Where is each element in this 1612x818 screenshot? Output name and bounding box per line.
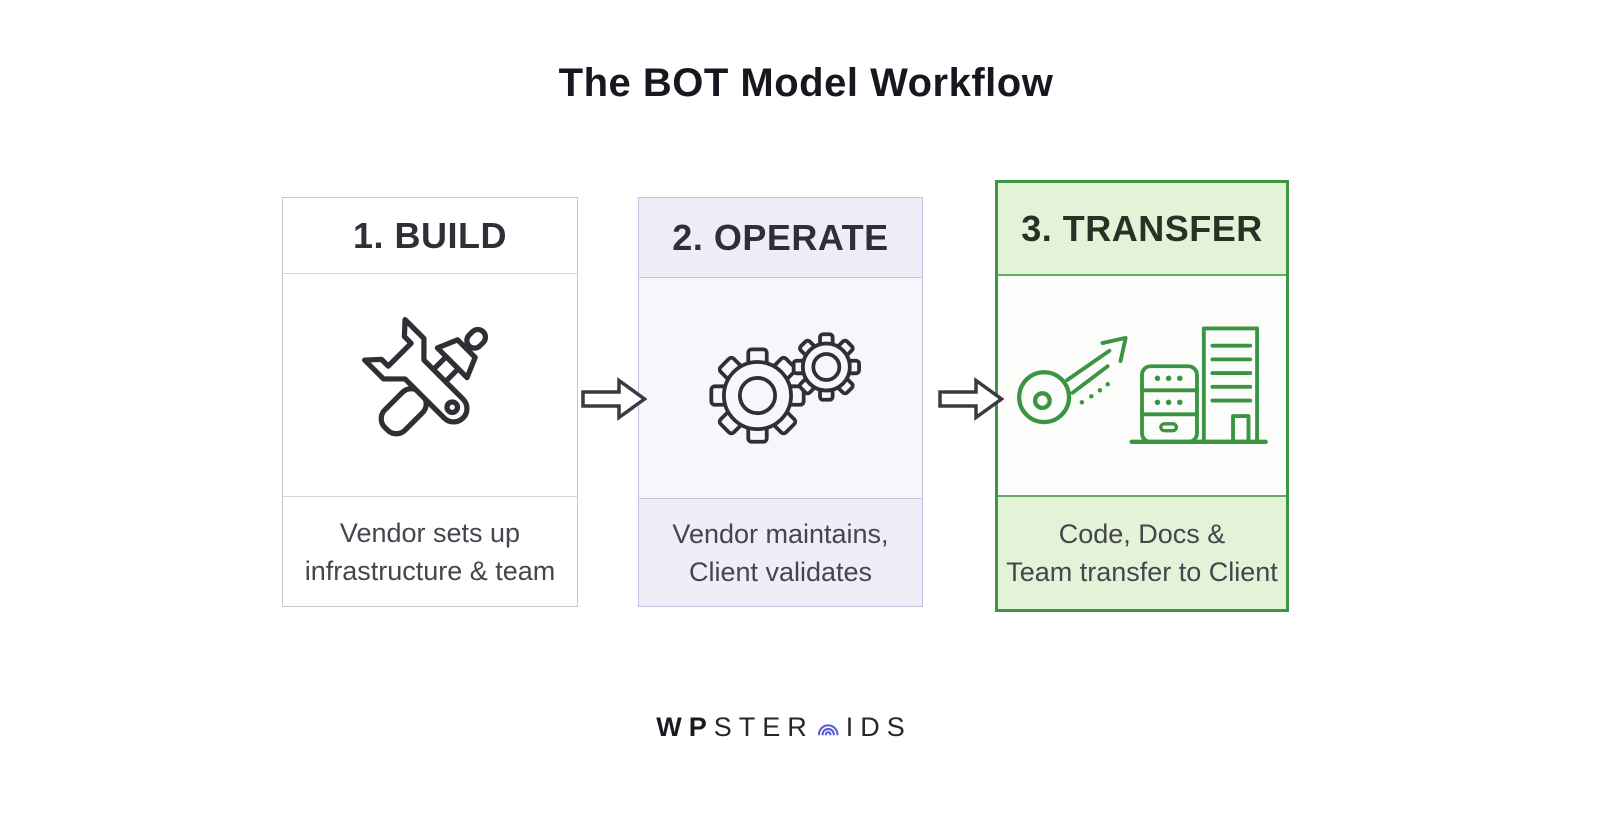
step-header-operate: 2. OPERATE bbox=[639, 198, 922, 278]
caption-line: Client validates bbox=[688, 556, 873, 587]
gears-icon bbox=[708, 332, 861, 444]
logo-prefix: WP bbox=[656, 712, 714, 742]
step-icon-area-operate bbox=[639, 278, 922, 498]
caption-line: Code, Docs & bbox=[1058, 519, 1226, 549]
page-title: The BOT Model Workflow bbox=[558, 61, 1054, 105]
flow-arrow-icon bbox=[938, 377, 1004, 421]
step-caption-transfer: Code, Docs & Team transfer to Client bbox=[998, 495, 1286, 609]
key-handover-icon bbox=[1017, 326, 1268, 444]
logo-suffix: IDS bbox=[845, 712, 912, 742]
step-card-operate: 2. OPERATE bbox=[638, 197, 923, 607]
step-caption-operate: Vendor maintains, Client validates bbox=[639, 498, 922, 606]
step-card-transfer: 3. TRANSFER bbox=[995, 180, 1289, 612]
step-icon-area-build bbox=[283, 274, 577, 496]
wrench-screwdriver-icon bbox=[362, 317, 489, 437]
step-header-build: 1. BUILD bbox=[283, 198, 577, 274]
step-header-transfer: 3. TRANSFER bbox=[998, 183, 1286, 276]
caption-line: Vendor sets up bbox=[339, 517, 521, 548]
concentric-arcs-icon bbox=[817, 723, 839, 736]
logo-mid: STER bbox=[713, 712, 814, 742]
step-caption-build: Vendor sets up infrastructure & team bbox=[283, 496, 577, 606]
caption-line: Vendor maintains, bbox=[672, 518, 889, 549]
caption-line: infrastructure & team bbox=[304, 555, 556, 586]
caption-line: Team transfer to Client bbox=[1006, 557, 1278, 587]
step-icon-area-transfer bbox=[998, 276, 1286, 495]
step-card-build: 1. BUILD Vendor sets up infrastructure bbox=[282, 197, 578, 607]
flow-arrow-icon bbox=[581, 377, 647, 421]
